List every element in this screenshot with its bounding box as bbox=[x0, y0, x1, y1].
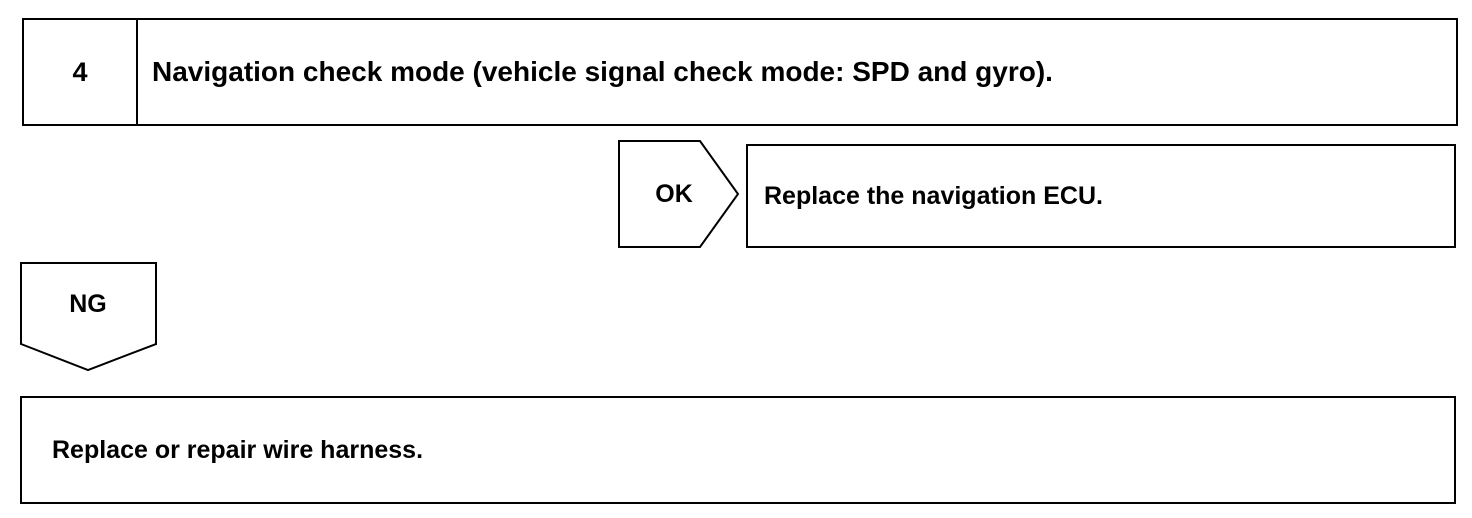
ng-arrow-tag: NG bbox=[20, 262, 158, 372]
step-box: 4 Navigation check mode (vehicle signal … bbox=[22, 18, 1458, 126]
ng-result-text: Replace or repair wire harness. bbox=[52, 435, 424, 464]
ok-label: OK bbox=[655, 179, 693, 208]
ng-result-box: Replace or repair wire harness. bbox=[20, 396, 1456, 504]
ok-result-box: Replace the navigation ECU. bbox=[746, 144, 1456, 248]
step-number: 4 bbox=[24, 20, 138, 124]
ng-label: NG bbox=[69, 289, 107, 318]
ok-arrow-tag: OK bbox=[618, 140, 740, 248]
step-title: Navigation check mode (vehicle signal ch… bbox=[152, 56, 1053, 87]
right-arrow-tag-shape bbox=[618, 140, 740, 248]
ok-result-text: Replace the navigation ECU. bbox=[764, 181, 1103, 210]
down-arrow-tag-shape bbox=[20, 262, 157, 372]
